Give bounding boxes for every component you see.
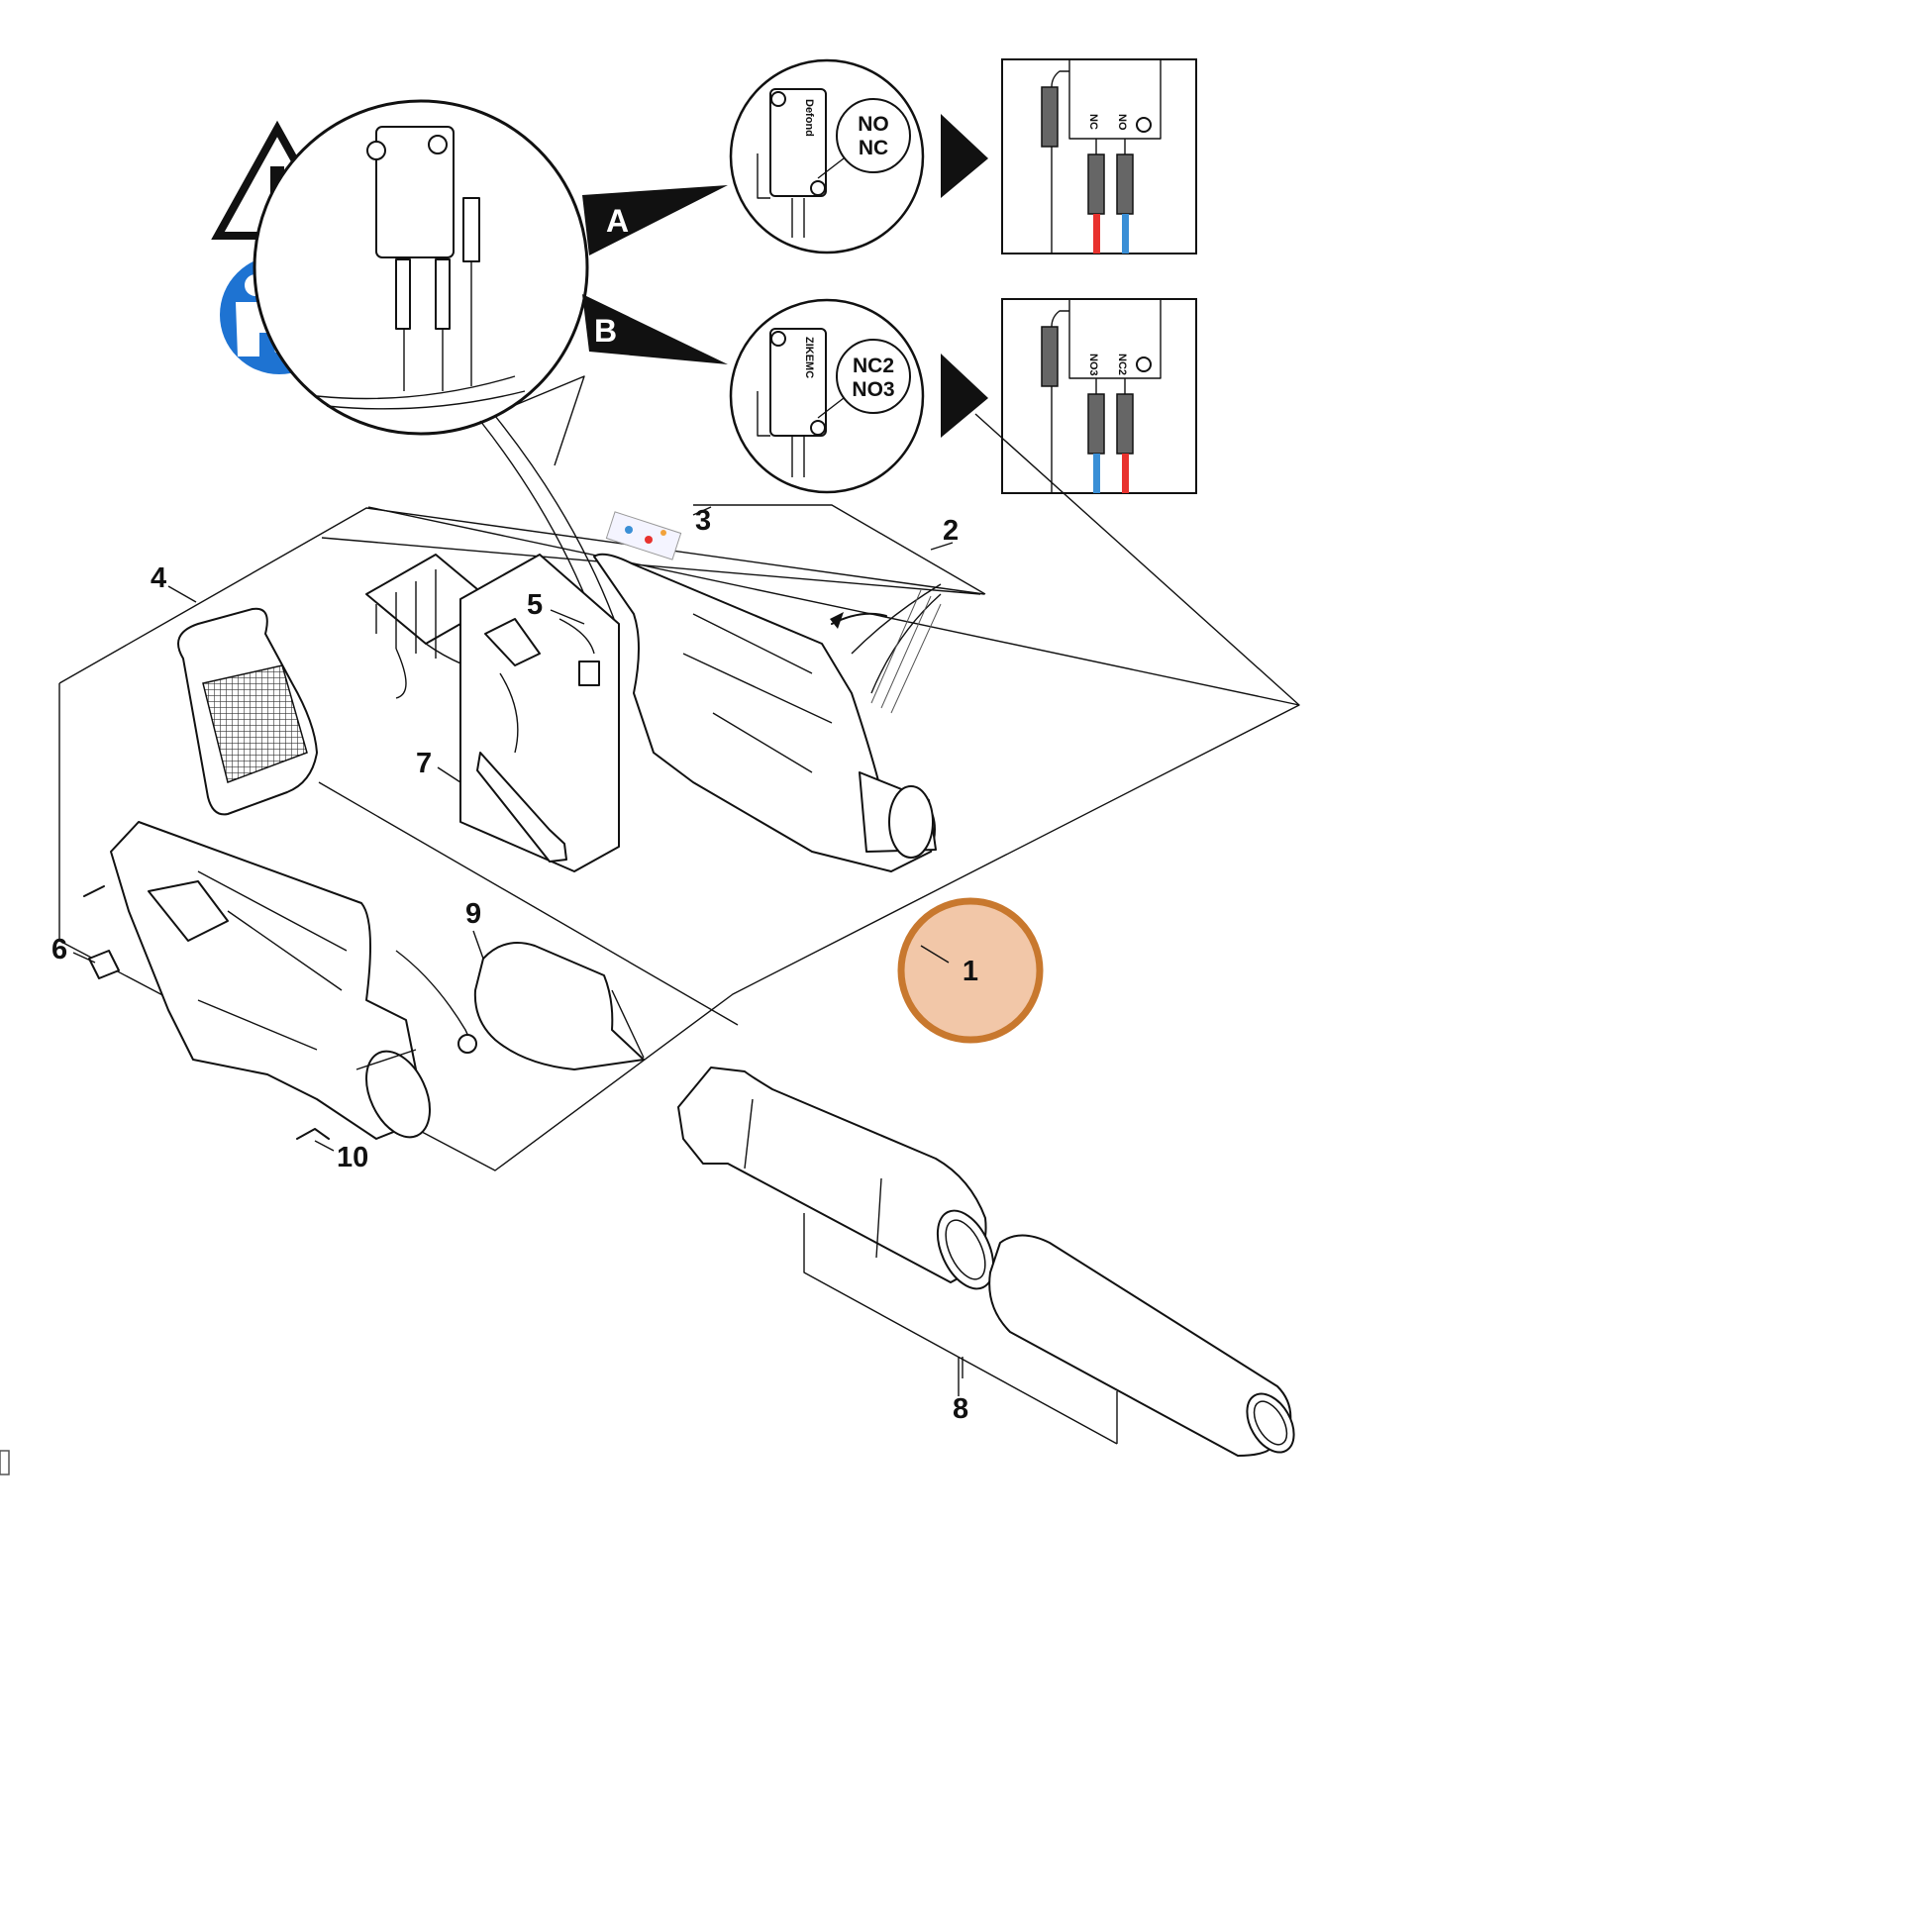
svg-text:NC2: NC2 [1116,354,1128,375]
svg-text:NO3: NO3 [1087,354,1099,376]
variant-a-contact-top: NO [858,113,889,136]
variant-b-contact-top: NC2 [853,355,894,377]
callout-10: 10 [337,1142,368,1173]
wire-a-right [1122,214,1129,254]
part-2-handle-housing [593,553,942,872]
part-9-motor [395,942,645,1070]
variant-a-contact-bottom: NC [859,137,888,159]
callout-1: 1 [963,956,978,987]
variant-b: B ZIKEMC NC2 NO3 NO3 NC2 [582,294,1197,494]
callout-7: 7 [416,748,432,779]
callout-8: 8 [953,1393,968,1425]
part-3-sticker [605,511,682,560]
housing-shell [110,821,431,1140]
svg-text:NC: NC [1087,114,1099,130]
wire-b-left [1093,454,1100,493]
wire-b-right [1122,454,1129,493]
callout-numbers: 1 2 3 4 5 6 7 8 9 10 [51,505,978,1425]
part-8-tube-upper [677,1067,995,1290]
part-4-filter-cover [177,607,318,816]
callout-6: 6 [51,934,67,966]
part-8-bracket [803,1213,1118,1445]
wire-a-left [1093,214,1100,254]
leader-lines [72,506,964,1378]
callout-9: 9 [465,898,481,930]
svg-text:NO: NO [1116,114,1128,131]
svg-text:Defond: Defond [803,99,815,137]
variant-a: A Defond NO NC NC NO [582,58,1197,255]
page-marker-icon [0,1450,10,1475]
callout-2: 2 [943,515,959,547]
callout-4: 4 [151,562,166,594]
part-8-tube-lower [988,1234,1295,1457]
switch-zoom-circle [253,99,589,466]
variant-a-label: A [606,203,629,239]
variant-b-contact-bottom: NO3 [852,378,894,401]
callout-3: 3 [695,505,711,537]
arrow-right-icon [941,354,988,438]
callout-1-highlight [897,897,1044,1044]
part-6-screw [83,885,120,979]
arrow-right-icon [941,114,988,198]
part-7-trigger-kit [459,554,620,872]
svg-text:ZIKEMC: ZIKEMC [803,337,815,378]
callout-5: 5 [527,589,543,621]
variant-b-label: B [594,313,617,349]
part-10-pin [296,1128,330,1140]
